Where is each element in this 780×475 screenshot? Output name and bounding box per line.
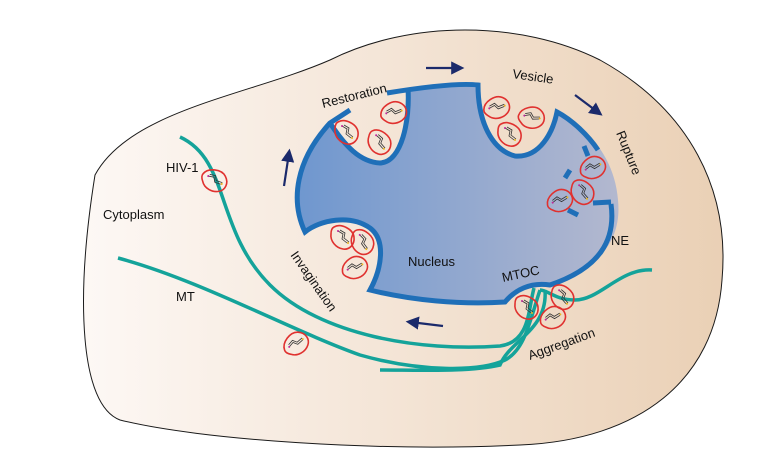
arrow-icon: [574, 94, 603, 116]
label-nucleus: Nucleus: [408, 254, 455, 269]
arrow-icon: [405, 316, 444, 330]
microtubules: [117, 135, 653, 373]
microtubule: [179, 135, 536, 349]
rupture-fragment: [592, 199, 612, 206]
microtubule: [379, 289, 547, 373]
rupture-fragment: [562, 168, 573, 180]
arrow-icon: [281, 148, 295, 187]
microtubule: [117, 256, 542, 371]
nucleus: [297, 84, 619, 303]
label-cytoplasm: Cytoplasm: [103, 207, 164, 222]
microtubule: [539, 268, 653, 302]
label-mt: MT: [176, 289, 195, 304]
rupture-fragment: [566, 207, 580, 218]
rupture-fragment: [581, 145, 591, 157]
label-hiv: HIV-1: [166, 160, 199, 175]
nuclear-envelope: [294, 81, 615, 306]
process-arrows: [281, 61, 603, 330]
label-vesicle: Vesicle: [512, 66, 555, 87]
label-ne: NE: [611, 233, 629, 248]
